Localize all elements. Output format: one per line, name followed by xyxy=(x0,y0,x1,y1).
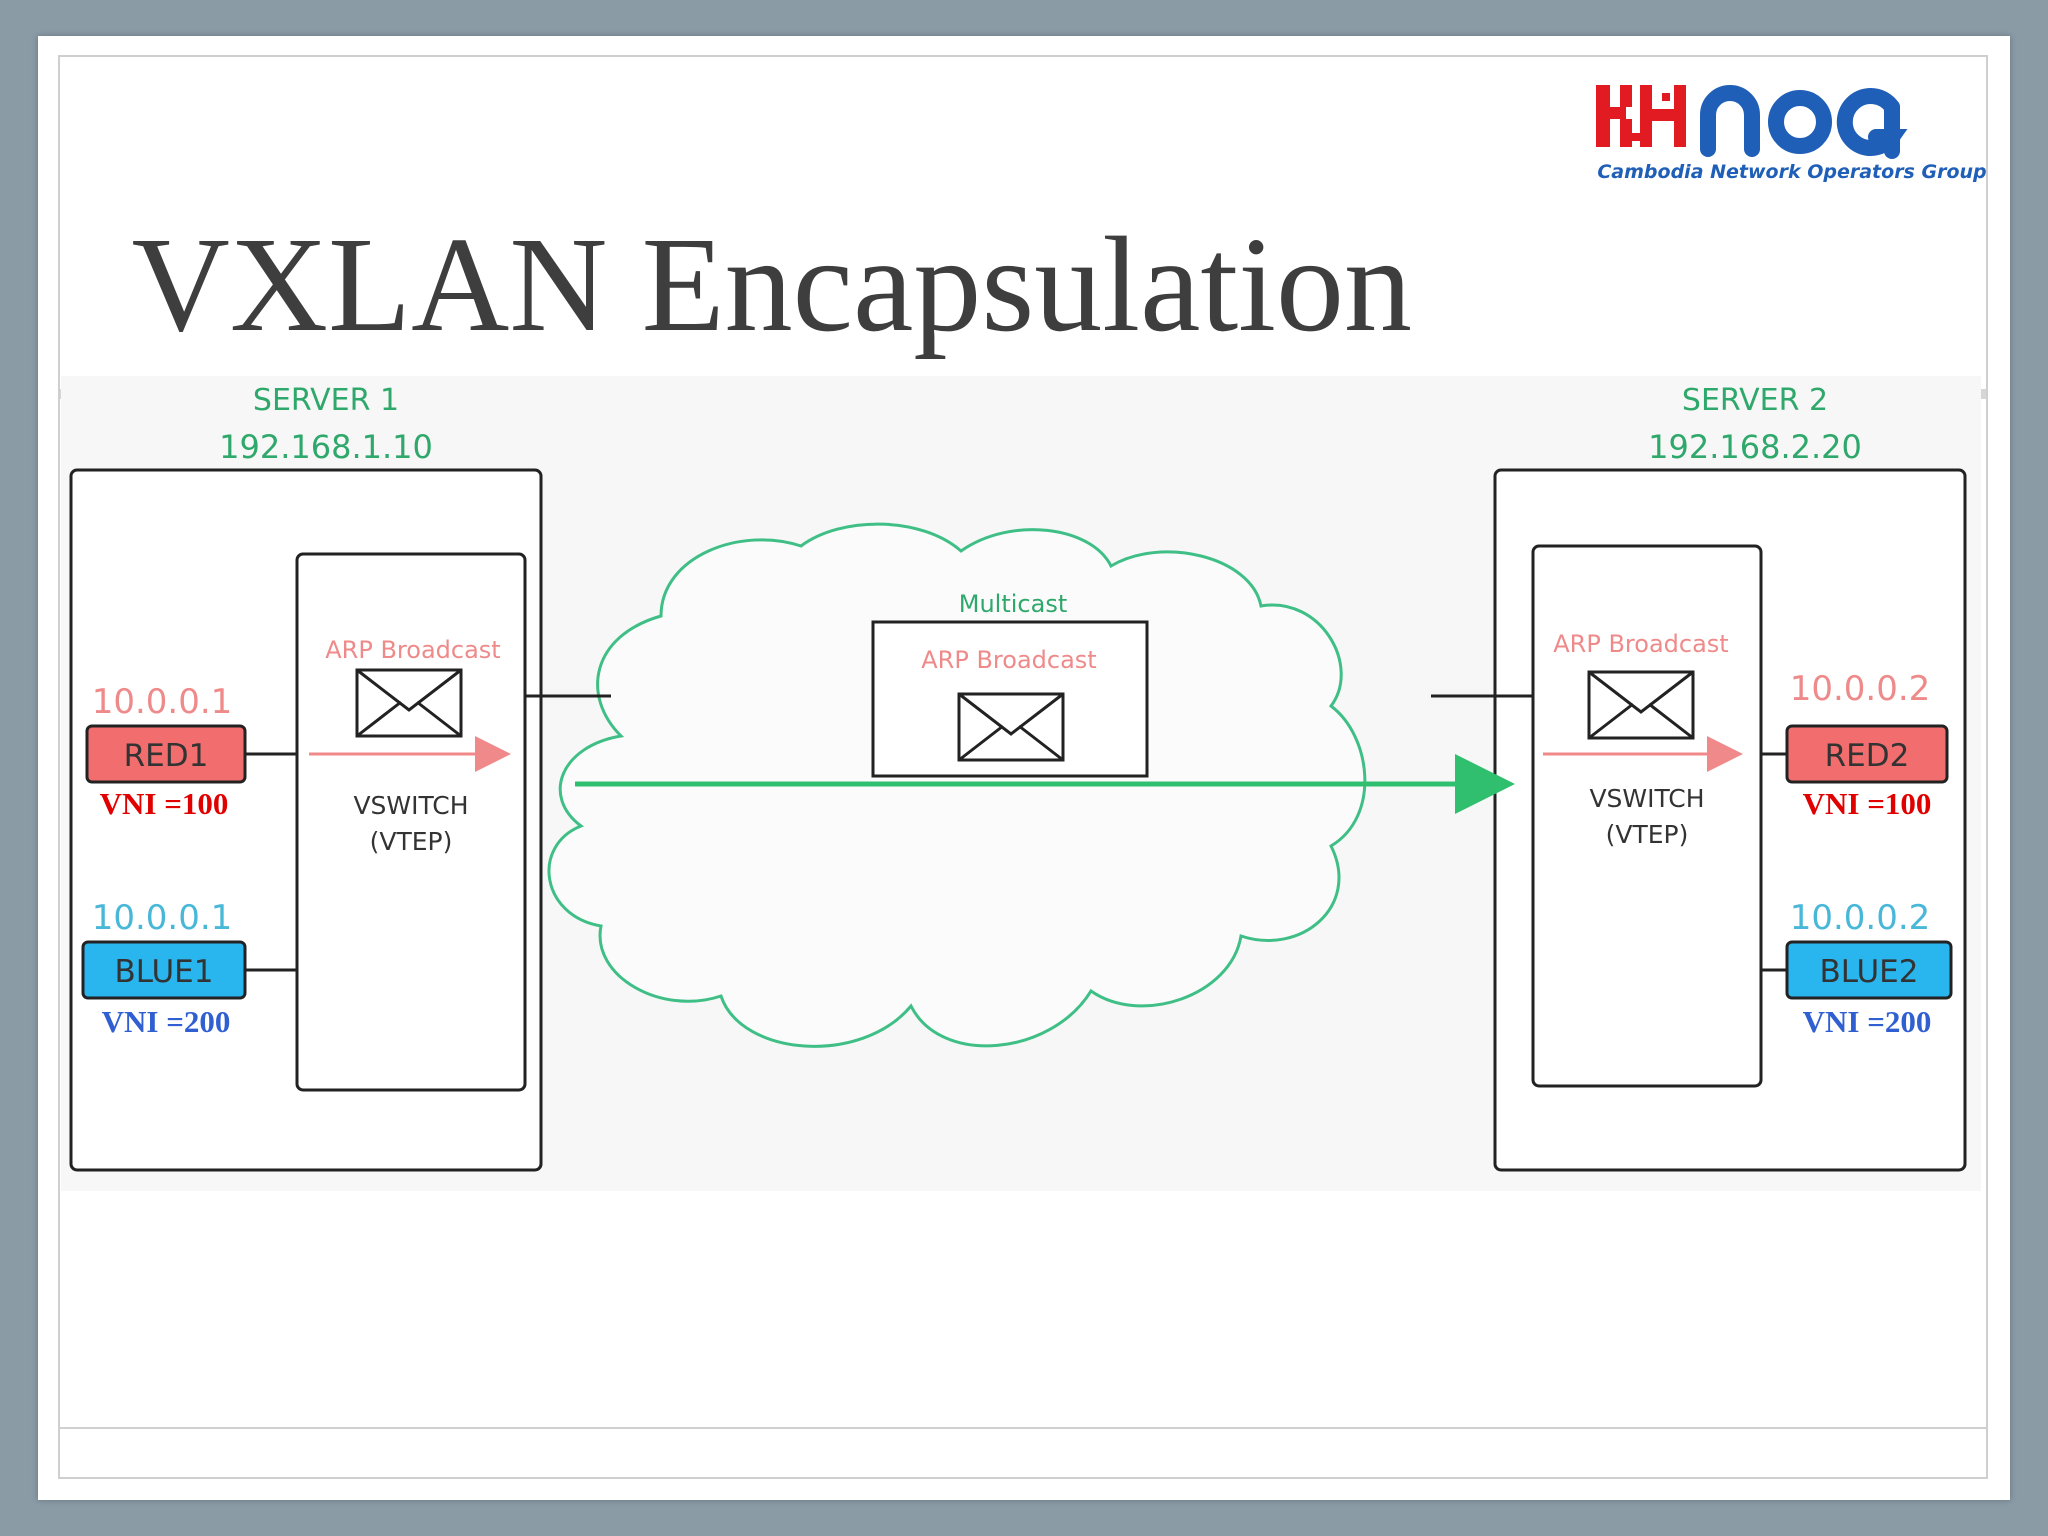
red2-label: RED2 xyxy=(1825,738,1910,774)
red1-vni: VNI =100 xyxy=(100,786,229,821)
footer-divider xyxy=(60,1427,1986,1429)
blue1-ip: 10.0.0.1 xyxy=(92,898,233,938)
server2-vtep-label: (VTEP) xyxy=(1606,820,1689,849)
red1-ip: 10.0.0.1 xyxy=(92,682,233,722)
server1-vswitch-box xyxy=(295,552,527,1092)
diagram-canvas: SERVER 1 192.168.1.10 SERVER 2 192.168.2… xyxy=(69,383,1967,1172)
server2-vswitch-label: VSWITCH xyxy=(1589,784,1704,813)
multicast-envelope-icon xyxy=(957,692,1065,762)
server1-arp-label: ARP Broadcast xyxy=(325,636,500,664)
red2-ip: 10.0.0.2 xyxy=(1790,669,1931,709)
server1-vtep-label: (VTEP) xyxy=(370,827,453,856)
server2-ip: 192.168.2.20 xyxy=(1648,428,1862,466)
blue2-vni: VNI =200 xyxy=(1803,1004,1932,1039)
blue1-vni: VNI =200 xyxy=(102,1004,231,1039)
title-band: VXLAN Encapsulation xyxy=(60,57,1987,399)
blue1-label: BLUE1 xyxy=(115,954,214,990)
multicast-label: Multicast xyxy=(959,590,1067,618)
blue2-ip: 10.0.0.2 xyxy=(1790,898,1931,938)
khnog-logo: Cambodia Network Operators Group xyxy=(1592,67,1992,197)
server1-vswitch-label: VSWITCH xyxy=(353,791,468,820)
server2-arp-label: ARP Broadcast xyxy=(1553,630,1728,658)
blue2-label: BLUE2 xyxy=(1820,954,1919,990)
slide-title: VXLAN Encapsulation xyxy=(131,210,1412,360)
server2-vswitch-box xyxy=(1531,544,1763,1088)
server1-envelope-icon xyxy=(355,668,463,738)
server2-envelope-icon xyxy=(1587,670,1695,740)
server2-name: SERVER 2 xyxy=(1682,383,1828,418)
server1-ip: 192.168.1.10 xyxy=(219,428,433,466)
red1-label: RED1 xyxy=(124,738,209,774)
logo-tagline: Cambodia Network Operators Group xyxy=(1597,161,1987,183)
multicast-arp-label: ARP Broadcast xyxy=(921,646,1096,674)
vxlan-diagram: SERVER 1 192.168.1.10 SERVER 2 192.168.2… xyxy=(61,376,1981,1191)
khnog-logo-mark xyxy=(1596,85,1908,159)
server1-name: SERVER 1 xyxy=(253,383,399,418)
red2-vni: VNI =100 xyxy=(1803,786,1932,821)
